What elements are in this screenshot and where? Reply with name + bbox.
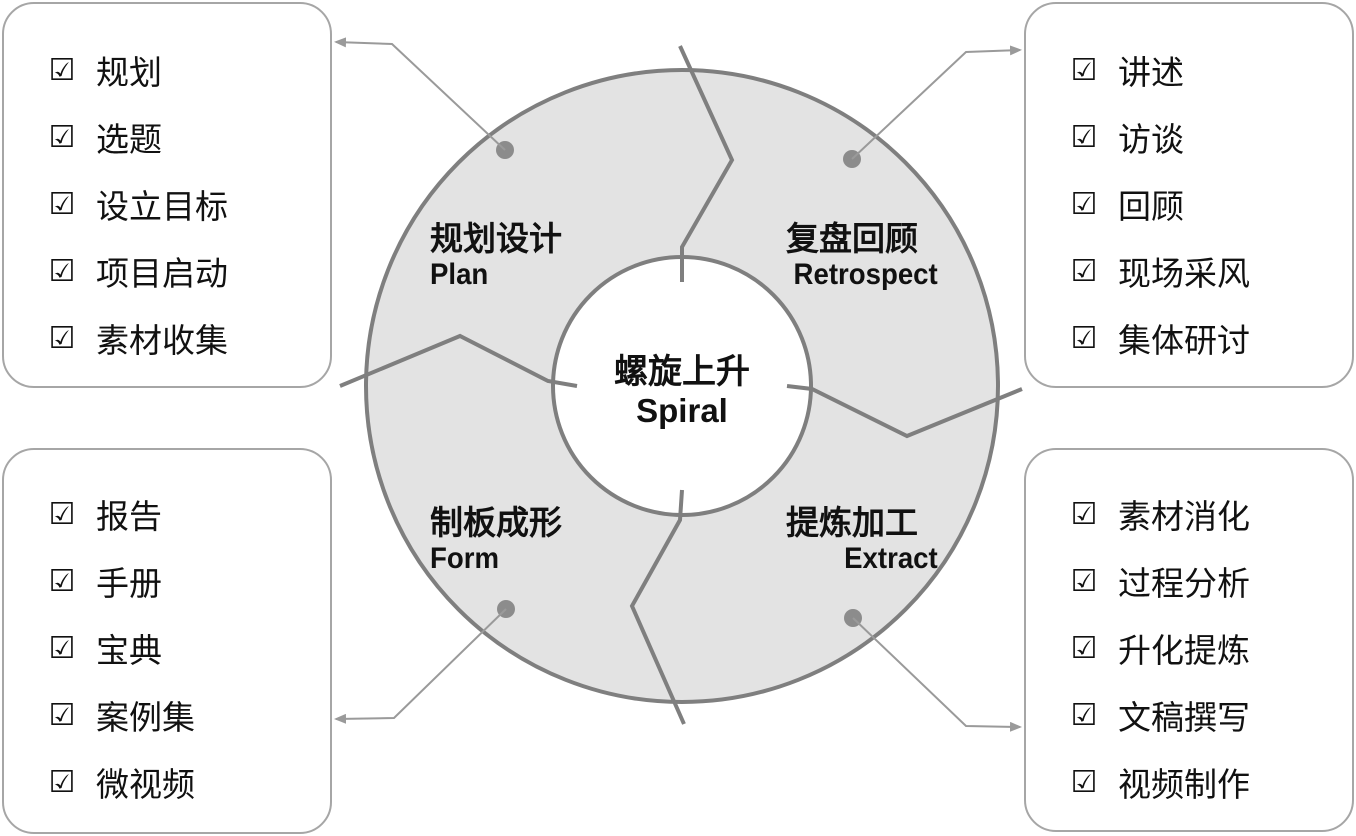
cycle-ring: [365, 70, 998, 702]
checklist-item-label: 规划: [96, 53, 162, 92]
checklist-item-label: 设立目标: [96, 187, 228, 226]
checklist-item: ☑ 微视频: [48, 762, 195, 805]
checklist-item: ☑ 集体研讨: [1070, 318, 1250, 361]
panel-form: ☑ 报告 ☑ 手册 ☑ 宝典 ☑ 案例集 ☑ 微视频: [2, 448, 332, 834]
checklist-item-label: 选题: [96, 120, 162, 159]
checkbox-icon: ☑: [48, 253, 76, 289]
connector-line-form: [334, 608, 507, 724]
checklist-item: ☑ 宝典: [48, 628, 162, 671]
arrow-right: [786, 384, 1023, 439]
checkbox-icon: ☑: [48, 630, 76, 666]
checkbox-icon: ☑: [1070, 320, 1098, 356]
checklist-item-label: 文稿撰写: [1118, 698, 1250, 737]
connector-line-retrospect: [851, 45, 1022, 160]
checkbox-icon: ☑: [48, 563, 76, 599]
checkbox-icon: ☑: [1070, 563, 1098, 599]
checklist-item-label: 素材消化: [1118, 497, 1250, 536]
checklist-item: ☑ 手册: [48, 561, 162, 604]
phase-title-plan: 规划设计: [430, 219, 562, 258]
checkbox-icon: ☑: [48, 496, 76, 532]
panel-retrospect: ☑ 讲述 ☑ 访谈 ☑ 回顾 ☑ 现场采风 ☑ 集体研讨: [1024, 2, 1354, 388]
checklist-item: ☑ 素材收集: [48, 318, 228, 361]
arrow-top: [678, 45, 735, 282]
checklist-item: ☑ 项目启动: [48, 251, 228, 294]
checklist-item: ☑ 规划: [48, 50, 162, 93]
checklist-item: ☑ 选题: [48, 117, 162, 160]
checklist-item-label: 集体研讨: [1118, 321, 1250, 360]
checklist-item: ☑ 设立目标: [48, 184, 228, 227]
phase-title-form: 制板成形: [430, 503, 562, 542]
checklist-item: ☑ 升化提炼: [1070, 628, 1250, 671]
checklist-item-label: 素材收集: [96, 321, 228, 360]
checkbox-icon: ☑: [1070, 630, 1098, 666]
checkbox-icon: ☑: [1070, 119, 1098, 155]
center-title: 螺旋上升: [614, 352, 750, 392]
checkbox-icon: ☑: [1070, 764, 1098, 800]
checklist-item: ☑ 过程分析: [1070, 561, 1250, 604]
checkbox-icon: ☑: [1070, 186, 1098, 222]
connector-line-extract: [852, 617, 1022, 732]
phase-subtitle-plan: Plan: [430, 258, 489, 291]
checklist-item: ☑ 视频制作: [1070, 762, 1250, 805]
checklist-item-label: 讲述: [1118, 53, 1184, 92]
checklist-item-label: 过程分析: [1118, 564, 1250, 603]
checklist-item-label: 微视频: [96, 765, 195, 804]
connector-line-plan: [334, 37, 506, 151]
checklist-item-label: 项目启动: [96, 254, 228, 293]
checkbox-icon: ☑: [1070, 253, 1098, 289]
checkbox-icon: ☑: [48, 186, 76, 222]
phase-title-retrospect: 复盘回顾: [786, 219, 918, 258]
checkbox-icon: ☑: [48, 764, 76, 800]
checkbox-icon: ☑: [1070, 496, 1098, 532]
checklist-item: ☑ 现场采风: [1070, 251, 1250, 294]
checkbox-icon: ☑: [1070, 52, 1098, 88]
checkbox-icon: ☑: [48, 119, 76, 155]
checklist-item-label: 案例集: [96, 698, 195, 737]
phase-title-extract: 提炼加工: [786, 503, 918, 542]
checkbox-icon: ☑: [48, 320, 76, 356]
checklist-item: ☑ 报告: [48, 494, 162, 537]
phase-subtitle-form: Form: [430, 542, 499, 575]
phase-subtitle-extract: Extract: [844, 542, 938, 575]
checklist-item-label: 宝典: [96, 631, 162, 670]
checkbox-icon: ☑: [48, 52, 76, 88]
checklist-item-label: 升化提炼: [1118, 631, 1250, 670]
center-subtitle: Spiral: [636, 392, 728, 429]
checklist-item-label: 回顾: [1118, 187, 1184, 226]
checklist-item: ☑ 讲述: [1070, 50, 1184, 93]
checklist-item: ☑ 访谈: [1070, 117, 1184, 160]
checklist-item-label: 访谈: [1118, 120, 1184, 159]
checkbox-icon: ☑: [1070, 697, 1098, 733]
checklist-item-label: 现场采风: [1118, 254, 1250, 293]
panel-plan: ☑ 规划 ☑ 选题 ☑ 设立目标 ☑ 项目启动 ☑ 素材收集: [2, 2, 332, 388]
arrow-bottom: [629, 489, 686, 725]
checklist-item-label: 报告: [96, 497, 162, 536]
checklist-item: ☑ 文稿撰写: [1070, 695, 1250, 738]
checklist-item: ☑ 案例集: [48, 695, 195, 738]
checklist-item-label: 手册: [96, 564, 162, 603]
checklist-item: ☑ 素材消化: [1070, 494, 1250, 537]
arrow-left: [339, 333, 578, 388]
checklist-item-label: 视频制作: [1118, 765, 1250, 804]
checklist-item: ☑ 回顾: [1070, 184, 1184, 227]
checkbox-icon: ☑: [48, 697, 76, 733]
panel-extract: ☑ 素材消化 ☑ 过程分析 ☑ 升化提炼 ☑ 文稿撰写 ☑ 视频制作: [1024, 448, 1354, 832]
phase-subtitle-retrospect: Retrospect: [793, 258, 938, 291]
